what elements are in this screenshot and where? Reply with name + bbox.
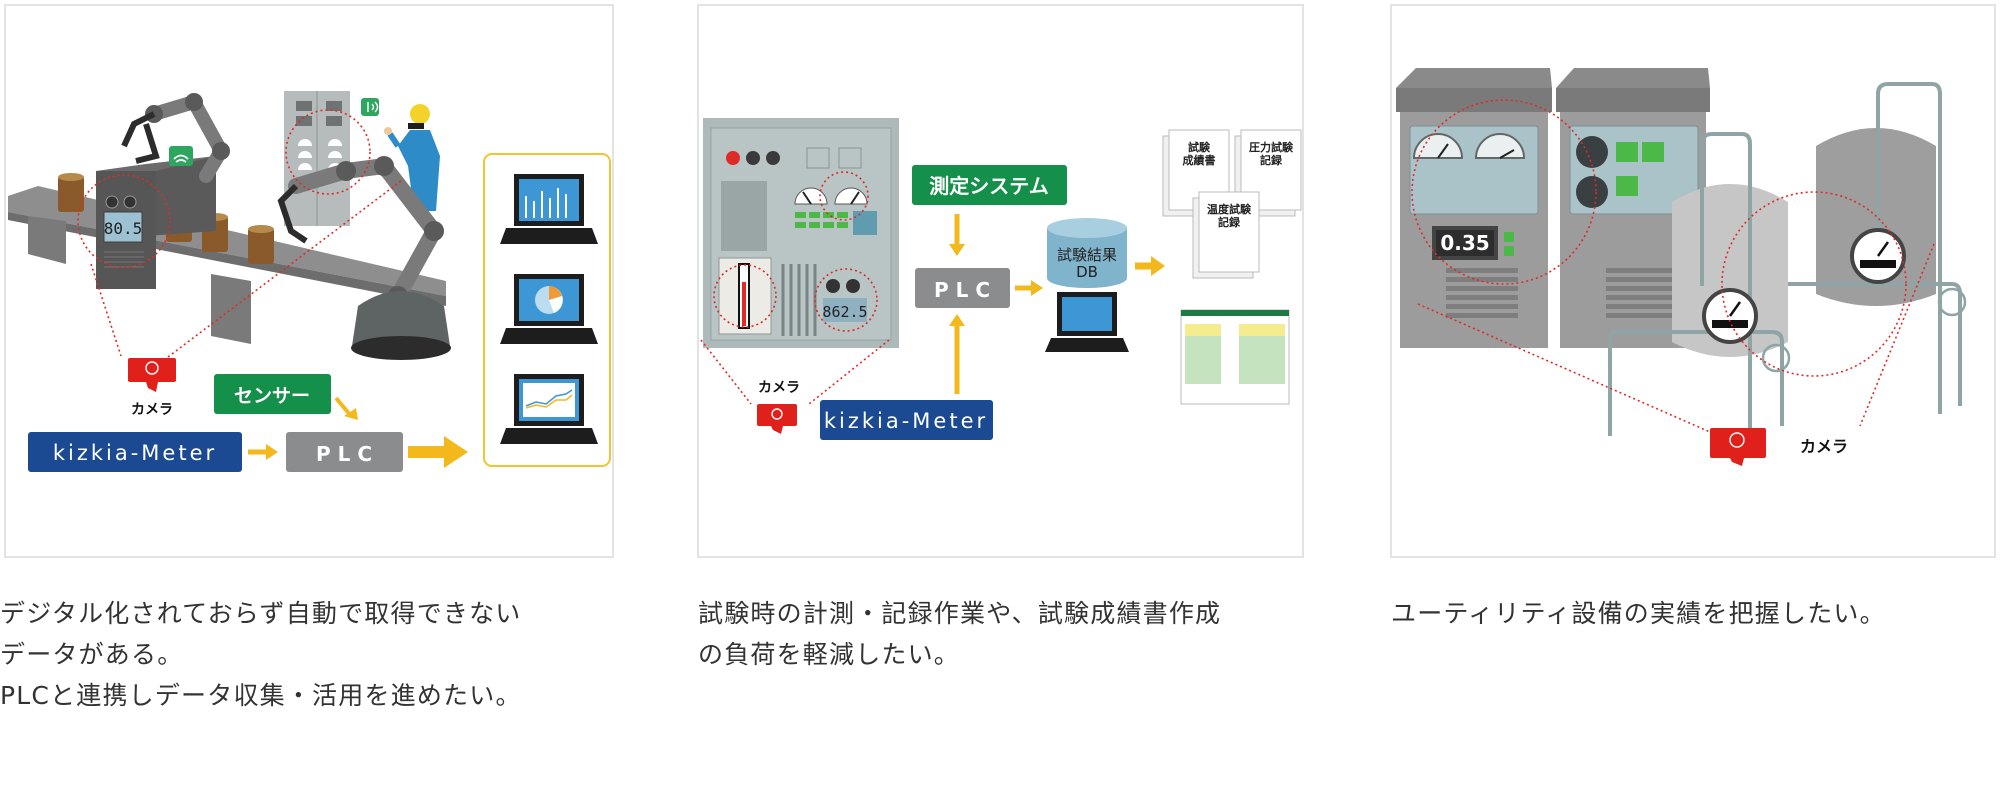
laptop-line-chart — [500, 374, 598, 444]
worker-figure — [384, 104, 440, 211]
caption-test-measurement: 試験時の計測・記録作業や、試験成績書作成 の負荷を軽減したい。 — [698, 593, 1305, 675]
camera-icon — [1710, 428, 1766, 466]
caption-line: の負荷を軽減したい。 — [698, 640, 961, 669]
control-cabinet — [284, 91, 350, 226]
svg-text:P L C: P L C — [316, 442, 372, 466]
use-case-card-factory-line: 80.5 — [0, 0, 614, 710]
valve-wheels — [1761, 287, 1967, 373]
caption-factory-line: デジタル化されておらず自動で取得できない データがある。 PLCと連携しデータ収… — [0, 593, 610, 716]
svg-text:圧力試験: 圧力試験 — [1249, 140, 1294, 154]
test-measurement-illustration: 862.5 カメラ kizkia-Meter 測定システム P L C — [697, 4, 1304, 558]
svg-text:P L C: P L C — [934, 278, 990, 302]
caption-line: ユーティリティ設備の実績を把握したい。 — [1391, 599, 1886, 628]
caption-line: デジタル化されておらず自動で取得できない — [0, 599, 522, 628]
svg-text:温度試験: 温度試験 — [1207, 202, 1252, 216]
svg-text:DB: DB — [1076, 263, 1098, 281]
measurement-system-box — [912, 165, 1067, 205]
pressure-gauge-front — [1702, 288, 1758, 344]
laptop-icon — [1045, 292, 1129, 352]
sensor-box — [214, 374, 331, 414]
camera-icon — [128, 358, 176, 392]
caption-line: 試験時の計測・記録作業や、試験成績書作成 — [698, 599, 1222, 628]
pressure-gauge-back — [1850, 228, 1906, 284]
laptop-pie-chart — [500, 274, 598, 344]
svg-text:センサー: センサー — [234, 385, 310, 407]
utility-equipment-illustration: 0.35 — [1390, 4, 1996, 558]
svg-text:試験結果: 試験結果 — [1057, 246, 1117, 264]
plc-box — [915, 268, 1010, 308]
caption-utility-equipment: ユーティリティ設備の実績を把握したい。 — [1391, 593, 1997, 634]
camera-label: カメラ — [1800, 437, 1848, 456]
use-case-card-utility-equipment: 0.35 — [1390, 0, 1996, 628]
laptop-bar-chart — [500, 174, 598, 244]
caption-line: PLCと連携しデータ収集・活用を進めたい。 — [0, 681, 522, 710]
svg-text:kizkia-Meter: kizkia-Meter — [53, 441, 217, 465]
utility-cabinet-left: 0.35 — [1396, 68, 1552, 348]
svg-text:記録: 記録 — [1218, 215, 1241, 229]
svg-text:測定システム: 測定システム — [929, 174, 1048, 198]
svg-text:成績書: 成績書 — [1183, 153, 1216, 167]
camera-icon — [757, 404, 797, 434]
plc-box — [286, 432, 403, 472]
kizkia-meter-box — [820, 400, 993, 440]
caption-line: データがある。 — [0, 640, 184, 669]
svg-text:カメラ: カメラ — [758, 380, 800, 396]
svg-text:80.5: 80.5 — [104, 219, 143, 238]
svg-text:kizkia-Meter: kizkia-Meter — [824, 409, 988, 433]
kizkia-meter-box — [28, 432, 242, 472]
pipes — [1608, 82, 1962, 446]
test-equipment-panel: 862.5 — [703, 118, 899, 348]
use-case-card-test-measurement: 862.5 カメラ kizkia-Meter 測定システム P L C — [697, 0, 1304, 669]
camera-focus-circles — [700, 171, 890, 405]
database-icon — [1047, 218, 1127, 288]
spreadsheet-icon — [1180, 309, 1290, 405]
svg-text:試験: 試験 — [1188, 140, 1211, 154]
svg-text:記録: 記録 — [1260, 153, 1283, 167]
document-temperature-test — [1192, 191, 1260, 279]
factory-line-illustration: 80.5 — [4, 4, 614, 558]
camera-label: カメラ — [131, 402, 173, 418]
sound-sensor-icon — [361, 98, 379, 116]
inspection-machine: 80.5 — [96, 156, 216, 289]
camera-focus-circles — [1411, 99, 1935, 433]
utility-cabinet-right — [1556, 68, 1710, 348]
camera-focus-circles — [77, 109, 402, 367]
svg-text:862.5: 862.5 — [822, 303, 867, 321]
meter-reading: 0.35 — [1440, 231, 1489, 255]
